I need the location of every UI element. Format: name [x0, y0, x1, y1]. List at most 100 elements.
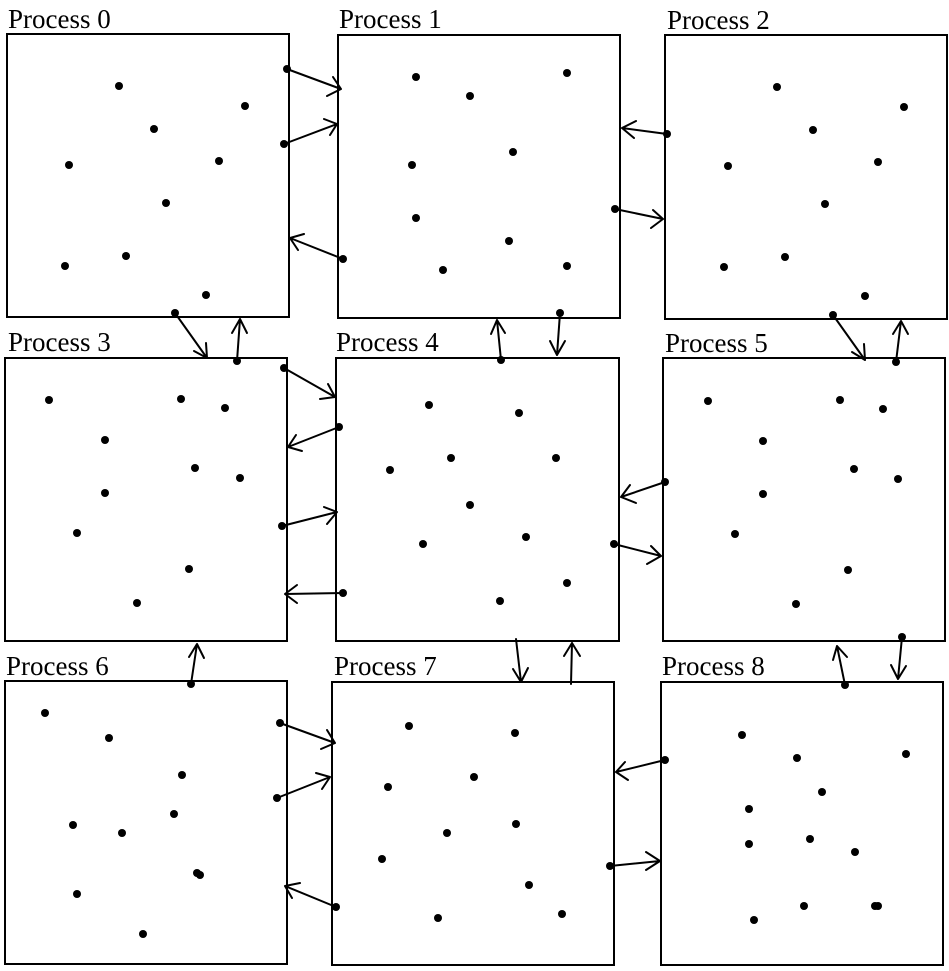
particle-point: [466, 92, 474, 100]
arrow-5-to-8: [890, 636, 907, 680]
particle-point: [178, 771, 186, 779]
arrow-1-to-0: [289, 233, 344, 260]
particle-point: [850, 465, 858, 473]
process-0-box: [6, 33, 290, 318]
process-1-box: [337, 34, 621, 319]
process-5-label: Process 5: [665, 328, 768, 358]
particle-point: [731, 530, 739, 538]
particle-point: [162, 199, 170, 207]
arrow-6-to-7: [276, 772, 331, 799]
particle-point: [425, 401, 433, 409]
particle-point: [221, 404, 229, 412]
particle-point: [405, 722, 413, 730]
process-8-box: [660, 681, 944, 966]
particle-point: [65, 161, 73, 169]
particle-point: [745, 805, 753, 813]
process-7-box: [331, 681, 615, 966]
particle-point: [133, 599, 141, 607]
particle-point: [558, 910, 566, 918]
arrow-2-to-5: [832, 314, 866, 361]
arrow-0-to-1: [283, 118, 338, 145]
particle-point: [563, 262, 571, 270]
arrow-8-to-7: [615, 759, 666, 781]
particle-point: [563, 69, 571, 77]
particle-point: [202, 291, 210, 299]
particle-point: [851, 848, 859, 856]
particle-point: [384, 783, 392, 791]
arrow-3-to-4: [281, 506, 338, 527]
particle-point: [378, 855, 386, 863]
particle-point: [552, 454, 560, 462]
particle-point: [511, 729, 519, 737]
arrow-6-to-7: [279, 722, 336, 750]
particle-point: [844, 566, 852, 574]
particle-point: [196, 871, 204, 879]
particle-point: [122, 252, 130, 260]
particle-point: [101, 489, 109, 497]
particle-point: [61, 262, 69, 270]
arrow-3-to-4: [283, 367, 336, 400]
particle-point: [724, 162, 732, 170]
process-0-label: Process 0: [8, 4, 111, 34]
particle-point: [150, 125, 158, 133]
particle-point: [738, 731, 746, 739]
particle-point: [412, 73, 420, 81]
arrow-7-to-6: [284, 882, 337, 908]
particle-point: [874, 158, 882, 166]
particle-point: [800, 902, 808, 910]
arrow-7-to-4: [563, 642, 581, 685]
particle-point: [177, 395, 185, 403]
particle-point: [509, 148, 517, 156]
arrow-1-to-2: [614, 208, 664, 229]
arrow-4-to-7: [512, 638, 529, 683]
particle-point: [470, 773, 478, 781]
process-4-box: [335, 357, 620, 642]
process-5-box: [662, 357, 946, 642]
process-6-box: [4, 680, 288, 965]
particle-point: [185, 565, 193, 573]
particle-point: [759, 437, 767, 445]
arrow-4-to-3: [287, 426, 340, 452]
particle-point: [73, 890, 81, 898]
arrow-1-to-4: [549, 312, 566, 356]
particle-point: [496, 597, 504, 605]
arrow-8-to-5: [832, 645, 848, 686]
arrow-2-to-1: [621, 120, 668, 139]
particle-point: [412, 214, 420, 222]
particle-point: [447, 454, 455, 462]
process-3-box: [4, 357, 288, 642]
arrow-0-to-3: [174, 312, 208, 359]
particle-point: [386, 466, 394, 474]
particle-point: [720, 263, 728, 271]
arrow-5-to-2: [892, 320, 909, 363]
arrow-4-to-3: [284, 584, 344, 604]
arrow-6-to-3: [188, 643, 205, 685]
particle-point: [512, 820, 520, 828]
particle-point: [408, 161, 416, 169]
arrow-7-to-8: [609, 851, 661, 871]
particle-point: [704, 397, 712, 405]
particle-point: [115, 82, 123, 90]
particle-point: [41, 709, 49, 717]
particle-point: [900, 103, 908, 111]
arrow-3-to-0: [231, 318, 248, 362]
particle-point: [525, 881, 533, 889]
particle-point: [759, 490, 767, 498]
particle-point: [781, 253, 789, 261]
particle-point: [894, 475, 902, 483]
particle-point: [118, 829, 126, 837]
process-3-label: Process 3: [8, 327, 111, 357]
particle-point: [73, 529, 81, 537]
process-2-label: Process 2: [667, 5, 770, 35]
particle-point: [806, 835, 814, 843]
particle-point: [809, 126, 817, 134]
particle-point: [821, 200, 829, 208]
process-4-label: Process 4: [336, 327, 439, 357]
arrow-4-to-1: [490, 319, 506, 361]
arrow-0-to-1: [286, 68, 342, 97]
particle-point: [879, 405, 887, 413]
particle-point: [241, 102, 249, 110]
particle-point: [563, 579, 571, 587]
arrow-5-to-4: [620, 481, 666, 504]
